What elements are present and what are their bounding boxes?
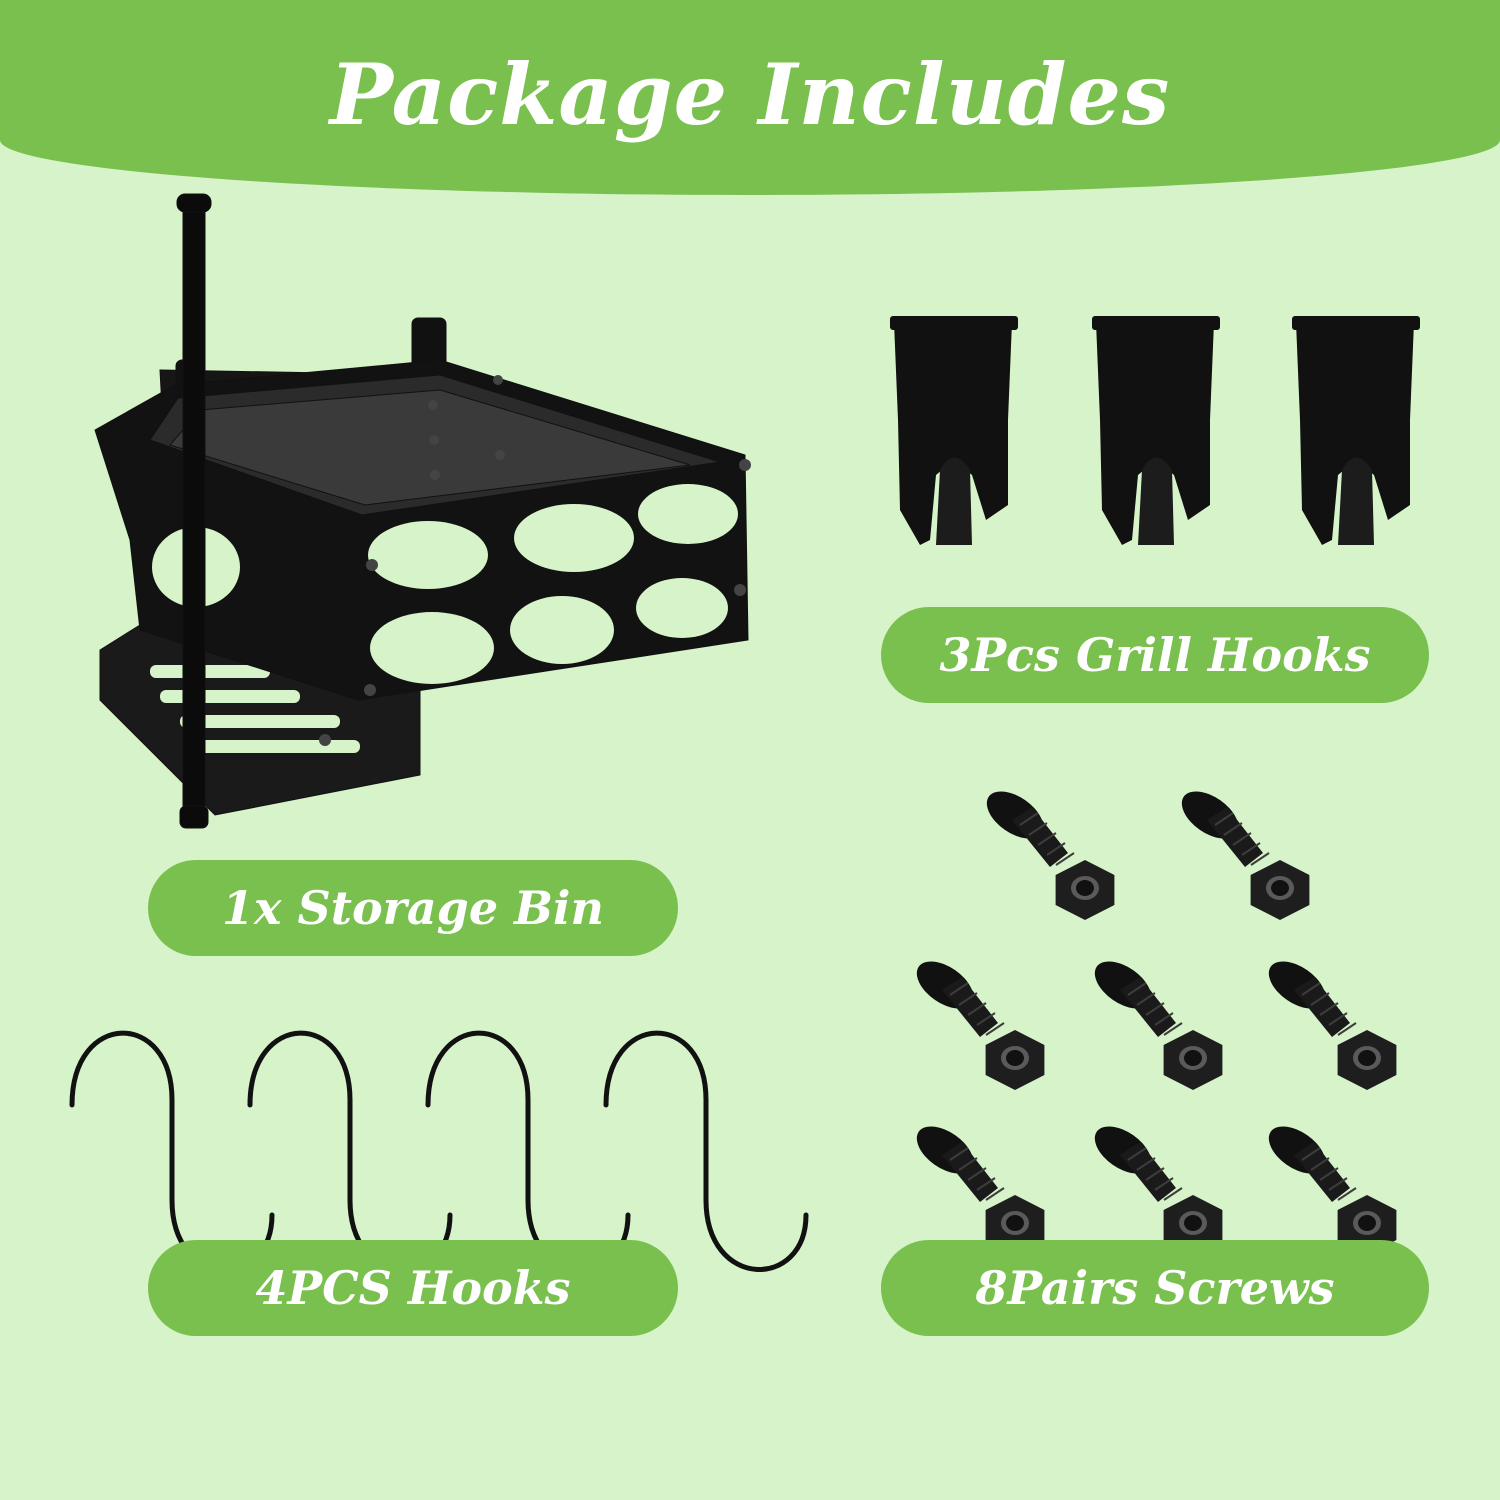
grill-hooks-label: 3Pcs Grill Hooks: [881, 607, 1429, 703]
grill-hook: [890, 316, 1018, 545]
screw-nut-pair: [916, 961, 1045, 1090]
grill-hook: [1292, 316, 1420, 545]
screws-label: 8Pairs Screws: [881, 1240, 1429, 1336]
screw-nut-pair: [916, 1126, 1045, 1255]
screw-nut-pair: [1094, 961, 1223, 1090]
screw-nut-pair: [1094, 1126, 1223, 1255]
grill-hook: [1092, 316, 1220, 545]
s-hooks-label: 4PCS Hooks: [148, 1240, 678, 1336]
storage-bin-label: 1x Storage Bin: [148, 860, 678, 956]
screw-nut-pair: [1268, 961, 1397, 1090]
page-title: Package Includes: [329, 45, 1171, 144]
screw-nut-pair: [1181, 791, 1310, 920]
s-hook: [603, 1030, 809, 1272]
screw-nut-pair: [986, 791, 1115, 920]
header-banner: Package Includes: [0, 0, 1500, 195]
screw-nut-pair: [1268, 1126, 1397, 1255]
